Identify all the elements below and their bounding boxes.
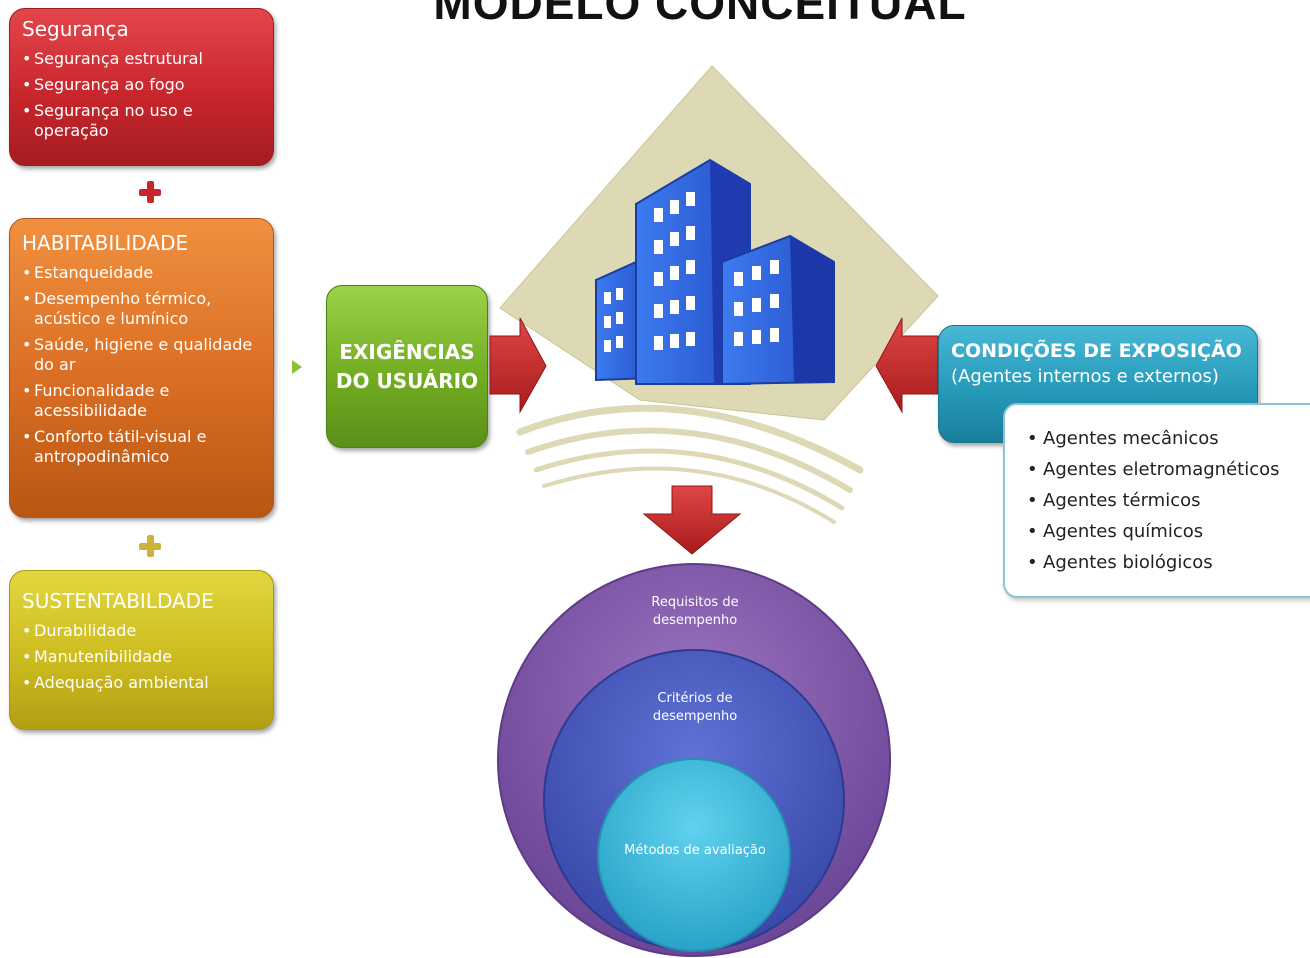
habitabilidade-item: Desempenho térmico, acústico e lumínico bbox=[22, 289, 261, 329]
seguranca-item: Segurança estrutural bbox=[22, 49, 261, 69]
habitabilidade-list: Estanqueidade Desempenho térmico, acústi… bbox=[22, 263, 261, 467]
sustentabilidade-item: Adequação ambiental bbox=[22, 673, 261, 693]
agente-item: Agentes térmicos bbox=[1027, 485, 1307, 516]
condicoes-subtitle: (Agentes internos e externos) bbox=[951, 366, 1219, 387]
exigencias-box: EXIGÊNCIAS DO USUÁRIO bbox=[326, 285, 488, 448]
agentes-list: Agentes mecânicos Agentes eletromagnétic… bbox=[1027, 423, 1307, 578]
arrow-right-icon bbox=[292, 360, 302, 374]
sustentabilidade-item: Manutenibilidade bbox=[22, 647, 261, 667]
habitabilidade-item: Estanqueidade bbox=[22, 263, 261, 283]
metodos-label: Métodos de avaliação bbox=[624, 843, 766, 858]
habitabilidade-item: Conforto tátil-visual e antropodinâmico bbox=[22, 427, 261, 467]
seguranca-box: Segurança Segurança estrutural Segurança… bbox=[9, 8, 274, 166]
sustentabilidade-item: Durabilidade bbox=[22, 621, 261, 641]
exigencias-line2: DO USUÁRIO bbox=[335, 368, 479, 393]
habitabilidade-box: HABITABILIDADE Estanqueidade Desempenho … bbox=[9, 218, 274, 518]
exigencias-line1: EXIGÊNCIAS bbox=[339, 339, 475, 364]
habitabilidade-title: HABITABILIDADE bbox=[22, 231, 189, 255]
agente-item: Agentes biológicos bbox=[1027, 547, 1307, 578]
building-icon bbox=[595, 158, 835, 386]
agente-item: Agentes mecânicos bbox=[1027, 423, 1307, 454]
habitabilidade-item: Saúde, higiene e qualidade do ar bbox=[22, 335, 261, 375]
page-title: MODELO CONCEITUAL bbox=[433, 0, 967, 29]
seguranca-item: Segurança no uso e operação bbox=[22, 101, 261, 141]
seguranca-item: Segurança ao fogo bbox=[22, 75, 261, 95]
plus-icon bbox=[137, 533, 163, 559]
arrow-right-icon bbox=[489, 317, 547, 414]
agentes-panel: Agentes mecânicos Agentes eletromagnétic… bbox=[1003, 403, 1310, 598]
arrow-down-icon bbox=[642, 485, 742, 555]
sustentabilidade-title: SUSTENTABILDADE bbox=[22, 589, 214, 613]
agente-item: Agentes eletromagnéticos bbox=[1027, 454, 1307, 485]
agente-item: Agentes químicos bbox=[1027, 516, 1307, 547]
condicoes-title: CONDIÇÕES DE EXPOSIÇÃO bbox=[951, 340, 1242, 362]
circle-inner bbox=[597, 758, 791, 952]
arrow-left-icon bbox=[875, 317, 939, 414]
swoosh-lines bbox=[516, 404, 864, 524]
sustentabilidade-list: Durabilidade Manutenibilidade Adequação … bbox=[22, 621, 261, 693]
criterios-label: Critérios de desempenho bbox=[652, 691, 738, 724]
plus-icon bbox=[137, 179, 163, 205]
seguranca-list: Segurança estrutural Segurança ao fogo S… bbox=[22, 49, 261, 141]
requisitos-label: Requisitos de desempenho bbox=[651, 595, 739, 628]
seguranca-title: Segurança bbox=[22, 17, 129, 41]
habitabilidade-item: Funcionalidade e acessibilidade bbox=[22, 381, 261, 421]
sustentabilidade-box: SUSTENTABILDADE Durabilidade Manutenibil… bbox=[9, 570, 274, 730]
